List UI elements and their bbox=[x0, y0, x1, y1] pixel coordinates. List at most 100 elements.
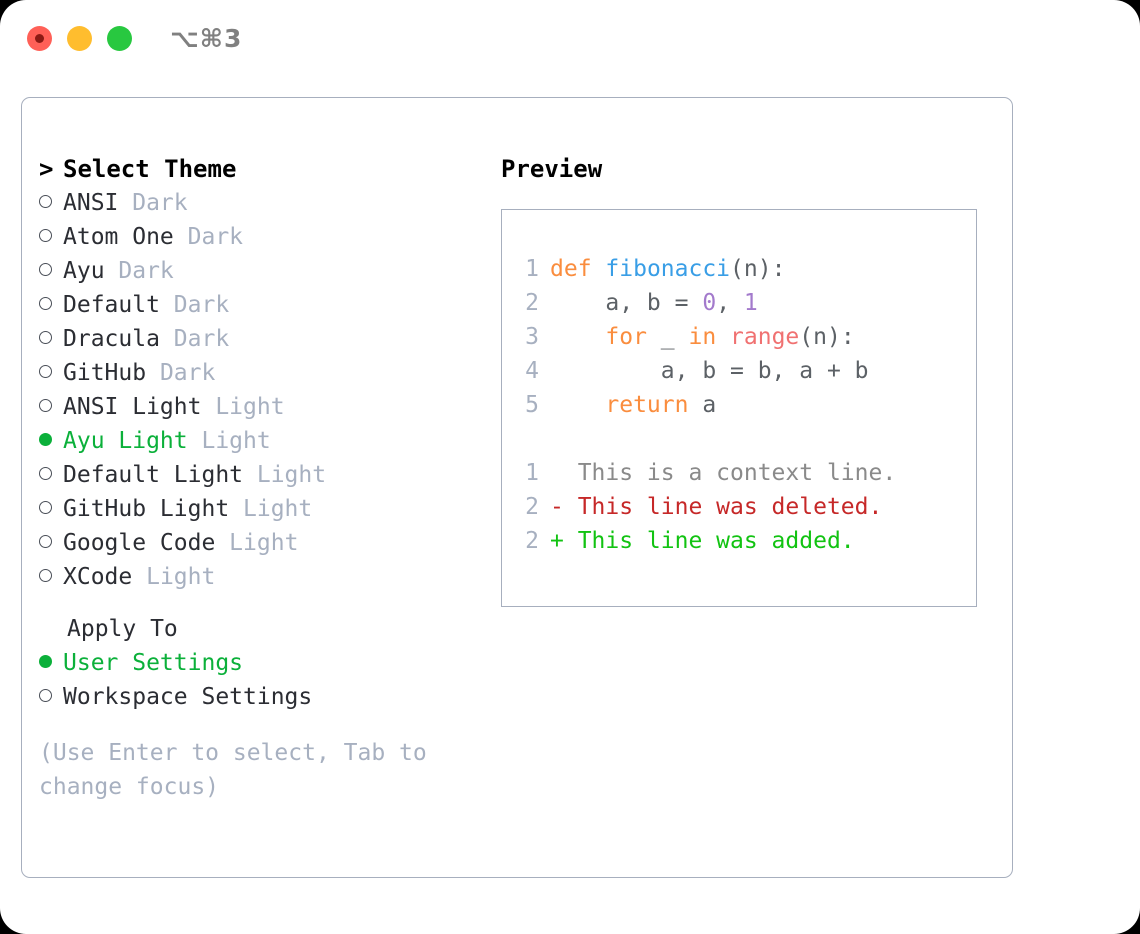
code-token: a, b = b, a + b bbox=[550, 358, 869, 384]
line-number: 1 bbox=[525, 460, 539, 486]
theme-variant-badge: Light bbox=[201, 394, 285, 420]
theme-name: Default Light bbox=[63, 462, 244, 488]
radio-unselected-icon bbox=[39, 390, 63, 424]
apply-to-option[interactable]: User Settings bbox=[39, 646, 479, 680]
theme-name: ANSI Light bbox=[63, 394, 202, 420]
theme-variant-badge: Dark bbox=[173, 224, 244, 250]
code-token: _ bbox=[646, 324, 689, 350]
theme-variant-badge: Light bbox=[229, 496, 313, 522]
radio-unselected-icon bbox=[39, 356, 63, 390]
theme-option[interactable]: GitHub Light Light bbox=[39, 492, 479, 526]
theme-variant-badge: Light bbox=[215, 530, 299, 556]
theme-option[interactable]: Google Code Light bbox=[39, 526, 479, 560]
code-token: for bbox=[605, 324, 647, 350]
close-button[interactable] bbox=[27, 26, 52, 51]
code-token: return bbox=[605, 392, 689, 418]
maximize-button[interactable] bbox=[107, 26, 132, 51]
code-token bbox=[550, 392, 605, 418]
theme-option[interactable]: Dracula Dark bbox=[39, 322, 479, 356]
theme-option[interactable]: XCode Light bbox=[39, 560, 479, 594]
apply-to-option[interactable]: Workspace Settings bbox=[39, 680, 479, 714]
minimize-button[interactable] bbox=[67, 26, 92, 51]
theme-variant-badge: Dark bbox=[118, 190, 188, 216]
line-number: 2 bbox=[525, 290, 539, 316]
theme-name: XCode bbox=[63, 564, 133, 590]
theme-option[interactable]: GitHub Dark bbox=[39, 356, 479, 390]
theme-name: Default bbox=[63, 292, 160, 318]
diff-text: This is a context line. bbox=[550, 460, 897, 486]
theme-option[interactable]: ANSI Light Light bbox=[39, 390, 479, 424]
code-token: in bbox=[688, 324, 717, 350]
radio-dot bbox=[39, 433, 52, 446]
code-token: (n): bbox=[799, 324, 855, 350]
theme-option[interactable]: Ayu Light Light bbox=[39, 424, 479, 458]
select-theme-header: > Select Theme bbox=[39, 152, 479, 186]
code-token: 1 bbox=[743, 290, 758, 316]
section-spacer bbox=[39, 594, 479, 612]
code-token: def bbox=[550, 256, 592, 282]
window-title: ⌥⌘3 bbox=[170, 24, 243, 53]
radio-unselected-icon bbox=[39, 680, 63, 714]
code-token: 0 bbox=[702, 290, 717, 316]
radio-dot bbox=[39, 263, 52, 276]
code-token bbox=[716, 324, 730, 350]
radio-unselected-icon bbox=[39, 458, 63, 492]
select-theme-label: Select Theme bbox=[63, 155, 237, 183]
diff-text: - This line was deleted. bbox=[550, 494, 883, 520]
theme-option[interactable]: Atom One Dark bbox=[39, 220, 479, 254]
diff-line: 1 This is a context line. bbox=[517, 456, 896, 490]
code-token: fibonacci bbox=[605, 256, 731, 282]
radio-unselected-icon bbox=[39, 220, 63, 254]
radio-dot bbox=[39, 297, 52, 310]
line-number: 2 bbox=[525, 528, 539, 554]
theme-variant-badge: Dark bbox=[159, 292, 230, 318]
theme-option[interactable]: Ayu Dark bbox=[39, 254, 479, 288]
title-bar: ⌥⌘3 bbox=[0, 0, 1140, 76]
radio-dot bbox=[39, 195, 52, 208]
theme-variant-badge: Light bbox=[187, 428, 271, 454]
diff-line: 2- This line was deleted. bbox=[517, 490, 896, 524]
code-line: 3 for _ in range(n): bbox=[517, 320, 896, 354]
theme-name: GitHub bbox=[63, 360, 147, 386]
radio-unselected-icon bbox=[39, 322, 63, 356]
prompt-caret-icon: > bbox=[39, 155, 54, 183]
radio-dot bbox=[39, 399, 52, 412]
radio-unselected-icon bbox=[39, 492, 63, 526]
theme-option[interactable]: Default Dark bbox=[39, 288, 479, 322]
diff-line: 2+ This line was added. bbox=[517, 524, 896, 558]
theme-variant-badge: Light bbox=[243, 462, 327, 488]
code-token: a bbox=[688, 392, 717, 418]
theme-name: GitHub Light bbox=[63, 496, 230, 522]
line-number: 5 bbox=[525, 392, 539, 418]
code-token bbox=[592, 256, 606, 282]
code-token bbox=[550, 324, 605, 350]
radio-unselected-icon bbox=[39, 526, 63, 560]
theme-option[interactable]: ANSI Dark bbox=[39, 186, 479, 220]
radio-dot bbox=[39, 535, 52, 548]
theme-name: Google Code bbox=[63, 530, 216, 556]
theme-name: Ayu bbox=[63, 258, 105, 284]
apply-to-label: Apply To bbox=[67, 616, 178, 642]
theme-name: ANSI bbox=[63, 190, 119, 216]
radio-selected-icon bbox=[39, 646, 63, 680]
theme-name: Dracula bbox=[63, 326, 160, 352]
code-line: 2 a, b = 0, 1 bbox=[517, 286, 896, 320]
radio-unselected-icon bbox=[39, 186, 63, 220]
theme-name: Ayu Light bbox=[63, 428, 188, 454]
code-token: (n): bbox=[730, 256, 786, 282]
radio-dot bbox=[39, 569, 52, 582]
theme-option[interactable]: Default Light Light bbox=[39, 458, 479, 492]
theme-variant-badge: Dark bbox=[159, 326, 230, 352]
line-number: 1 bbox=[525, 256, 539, 282]
radio-unselected-icon bbox=[39, 560, 63, 594]
code-token: range bbox=[730, 324, 800, 350]
preview-title: Preview bbox=[501, 155, 603, 183]
traffic-lights bbox=[27, 26, 132, 51]
